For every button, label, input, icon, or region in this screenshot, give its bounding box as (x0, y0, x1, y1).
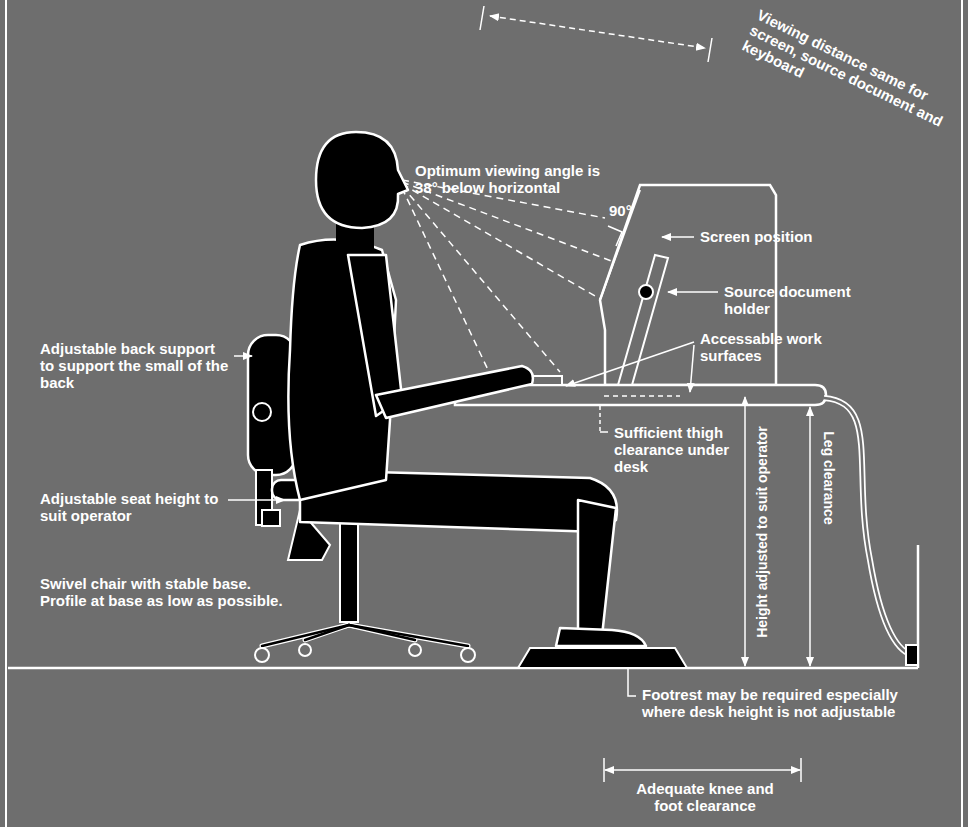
document-holder-label: Source document holder (724, 283, 899, 317)
viewing-angle-note: Optimum viewing angle is 38° below horiz… (415, 162, 615, 196)
back-support-label: Adjustable back support to support the s… (40, 340, 230, 391)
viewing-distance-note: Viewing distance same for screen, source… (740, 6, 956, 146)
angle-label: 90° (609, 202, 632, 219)
footrest-note: Footrest may be required especially wher… (642, 686, 917, 720)
work-surface-label: Accessable work surfaces (700, 330, 860, 364)
knee-clearance-label: Adequate knee and foot clearance (625, 780, 785, 814)
leg-clearance-label: Leg clearance (820, 431, 837, 524)
swivel-chair-note: Swivel chair with stable base. Profile a… (40, 575, 285, 609)
screen-position-label: Screen position (700, 228, 813, 245)
thigh-clearance-label: Sufficient thigh clearance under desk (614, 424, 749, 475)
desk-height-label: Height adjusted to suit operator (754, 426, 771, 638)
seat-height-label: Adjustable seat height to suit operator (40, 490, 222, 524)
